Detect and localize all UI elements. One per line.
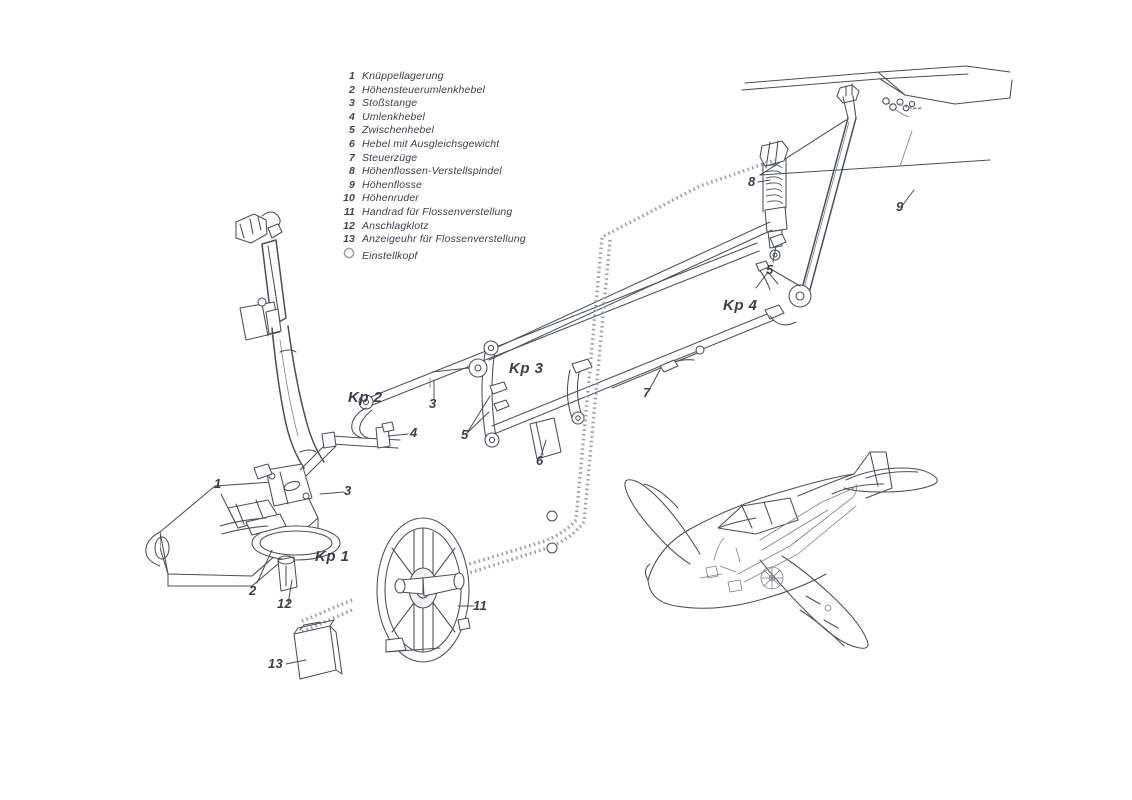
callout-13: 13 <box>268 656 284 671</box>
legend-item-number: 4 <box>349 110 355 123</box>
tailplane-group <box>741 65 1013 298</box>
legend-item: 11 Handrad für Flossenverstellung <box>337 206 577 220</box>
legend-item: 10 Höhenruder <box>337 192 577 206</box>
legend-item-number: 3 <box>349 97 355 110</box>
callout-4: 4 <box>410 425 418 440</box>
legend-item-number: 11 <box>343 205 355 218</box>
trim-spindle-group <box>759 140 789 261</box>
callout-5-right: 5 <box>766 262 774 277</box>
legend-item: 4 Umlenkhebel <box>337 111 577 125</box>
connection-point-kp1: Kp 1 <box>315 548 350 565</box>
callout-8: 8 <box>748 174 756 189</box>
legend-item: 2 Höhensteuerumlenkhebel <box>337 84 577 98</box>
kp4-linkage <box>755 233 812 326</box>
stick-base-group <box>145 439 341 592</box>
callout-3-upper: 3 <box>429 396 437 411</box>
callout-5-left: 5 <box>461 427 469 442</box>
legend-item-label: Anschlagklotz <box>362 219 429 232</box>
legend-item-number: 7 <box>349 151 355 164</box>
legend-item-label: Umlenkhebel <box>362 110 425 123</box>
legend-item: 6 Hebel mit Ausgleichsgewicht <box>337 138 577 152</box>
callout-12: 12 <box>277 596 293 611</box>
kp3-bellcrank <box>431 340 593 448</box>
kp2-lever <box>321 394 401 449</box>
legend-item-number: 6 <box>349 137 355 150</box>
legend-item: 12 Anschlagklotz <box>337 220 577 234</box>
callout-9: 9 <box>896 199 904 214</box>
legend-item-label: Einstellkopf <box>362 249 418 262</box>
counterweight-lever <box>529 417 562 460</box>
callout-7: 7 <box>643 385 651 400</box>
legend-item-label: Höhenflosse <box>362 178 423 191</box>
callout-3-lower: 3 <box>344 483 352 498</box>
connection-point-kp2: Kp 2 <box>348 389 383 406</box>
legend-item-label: Hebel mit Ausgleichsgewicht <box>362 137 500 150</box>
callout-1: 1 <box>214 476 222 491</box>
legend-item-number: 12 <box>343 219 355 232</box>
legend-item-number: 2 <box>349 83 355 96</box>
legend-item-number: 8 <box>349 165 355 178</box>
callout-11: 11 <box>473 598 488 613</box>
control-cable-run <box>367 221 775 435</box>
legend-item-label: Höhenruder <box>362 192 419 205</box>
legend-item-label: Handrad für Flossenverstellung <box>362 205 513 218</box>
legend-item-label: Anzeigeuhr für Flossenverstellung <box>362 233 526 246</box>
legend-item: 5 Zwischenhebel <box>337 124 577 138</box>
legend-item-number: 13 <box>343 233 355 246</box>
chain-drive <box>299 103 923 634</box>
legend-item-number: 1 <box>349 70 355 82</box>
connection-point-kp4: Kp 4 <box>723 297 758 314</box>
callout-2: 2 <box>249 583 257 598</box>
legend-item: 9 Höhenflosse <box>337 179 577 193</box>
legend-item-symbol: Einstellkopf <box>337 247 577 262</box>
legend-item-number: 9 <box>349 178 355 191</box>
legend-item-label: Zwischenhebel <box>362 124 434 137</box>
einstellkopf-circle-icon <box>337 247 355 259</box>
legend-list: 1 Knüppellagerung 2 Höhensteuerumlenkheb… <box>337 70 577 262</box>
legend-item: 7 Steuerzüge <box>337 152 577 166</box>
legend-item: 1 Knüppellagerung <box>337 70 577 84</box>
callout-leader-lines <box>220 179 915 665</box>
callout-6: 6 <box>536 453 544 468</box>
legend-item-label: Höhensteuerumlenkhebel <box>362 83 485 96</box>
indicator-gauge <box>293 619 343 680</box>
connection-point-kp3: Kp 3 <box>509 360 544 377</box>
legend-item: 8 Höhenflossen-Verstellspindel <box>337 165 577 179</box>
legend-item-number: 10 <box>343 192 355 205</box>
legend-item-label: Knüppellagerung <box>362 70 444 82</box>
legend-item-label: Höhenflossen-Verstellspindel <box>362 165 502 178</box>
handwheel-group <box>376 517 471 663</box>
legend-item-number: 5 <box>349 124 355 137</box>
aircraft-overview <box>624 451 938 649</box>
legend-item-label: Steuerzüge <box>362 151 418 164</box>
legend-item: 13 Anzeigeuhr für Flossenverstellung <box>337 233 577 247</box>
legend-item: 3 Stoßstange <box>337 97 577 111</box>
legend-item-label: Stoßstange <box>362 97 418 110</box>
